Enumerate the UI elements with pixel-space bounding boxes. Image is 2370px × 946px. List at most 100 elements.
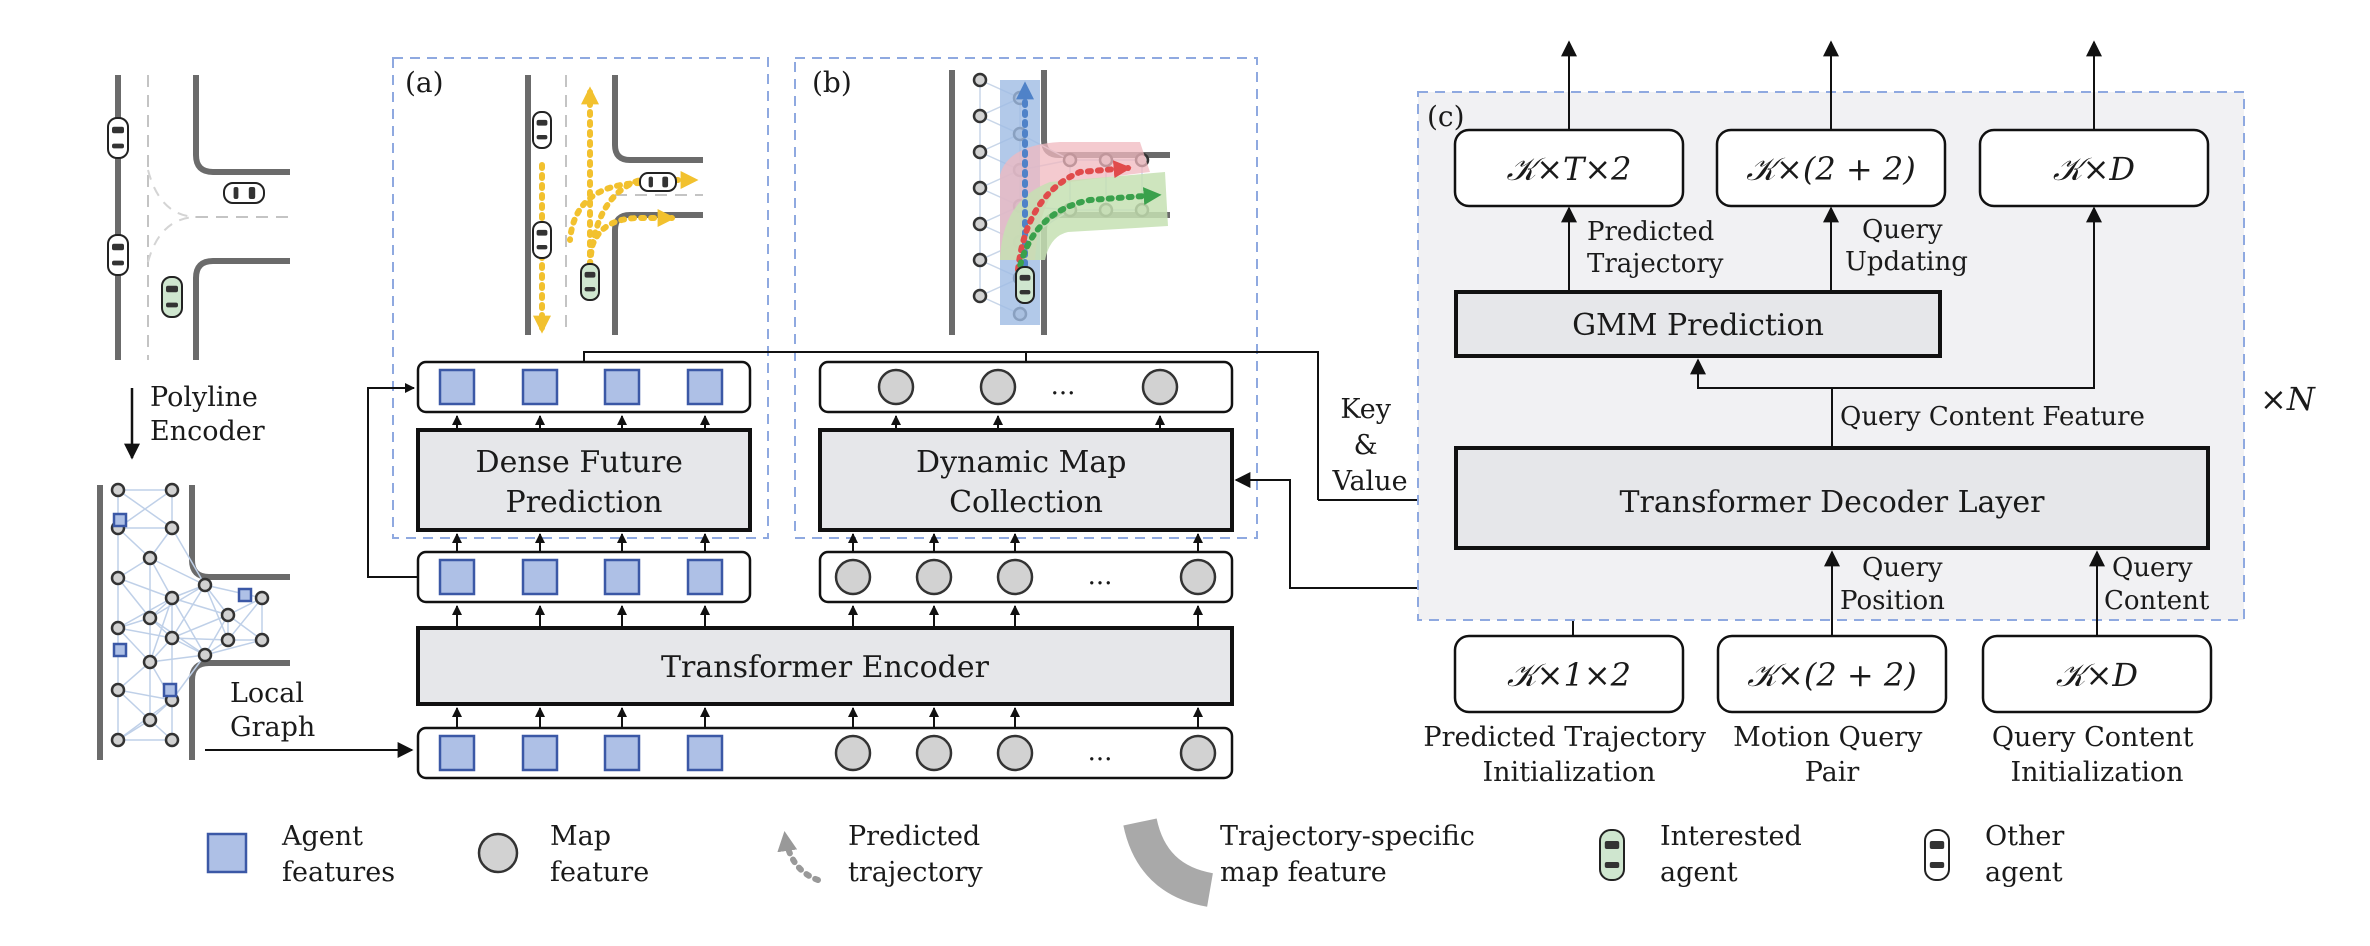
legend-other-agent-label: Other agent: [1985, 821, 2073, 888]
other-agent-car: [223, 182, 265, 204]
graph-map-node: [254, 590, 270, 606]
interested-agent-car: [1015, 266, 1035, 304]
graph-map-node: [972, 72, 988, 88]
caption-motion-query-pair: Motion Query Pair: [1733, 722, 1931, 788]
graph-map-node: [110, 482, 126, 498]
graph-agent-node: [112, 642, 128, 658]
ellipsis-mid: ...: [1088, 561, 1113, 591]
graph-map-node: [972, 216, 988, 232]
green-region: [1000, 172, 1168, 260]
graph-map-node: [164, 482, 180, 498]
output-trajectory-label: 𝒦×T×2: [1506, 150, 1631, 188]
query-content-feature-label: Query Content Feature: [1840, 402, 2145, 432]
graph-map-node: [972, 108, 988, 124]
panel-b-scene: [949, 70, 1170, 335]
legend-trajectory-specific-map-feature-label: Trajectory-specific map feature: [1220, 821, 1483, 888]
legend-map-feature-icon: [477, 832, 519, 874]
agent-query-feature: [686, 368, 724, 406]
legend: Agent features Map feature Predicted tra…: [206, 817, 2073, 907]
query-updating-arrow-label: Query Updating: [1845, 215, 1968, 277]
other-agent-car: [107, 117, 129, 159]
graph-map-node: [142, 654, 158, 670]
dynamic-map-collection-label: Dynamic Map Collection: [916, 445, 1136, 520]
graph-map-node: [972, 144, 988, 160]
graph-map-node: [164, 520, 180, 536]
map-feature: [1179, 558, 1217, 596]
decoder-to-content-arrow: [1832, 206, 2102, 389]
graph-map-node: [142, 610, 158, 626]
agent-feature: [603, 558, 641, 596]
agent-feature: [603, 734, 641, 772]
map-query-feature: [877, 368, 915, 406]
legend-predicted-trajectory-icon: [777, 831, 821, 883]
agent-key-value-line: [583, 351, 1319, 500]
input-box-trajectory-init: [1453, 634, 1685, 714]
agent-feature: [438, 558, 476, 596]
agent-query-feature: [603, 368, 641, 406]
input-motion-query-label: 𝒦×(2 + 2): [1747, 656, 1916, 694]
panel-a-label: (a): [405, 66, 444, 99]
agent-feature: [686, 734, 724, 772]
graph-map-node: [220, 607, 236, 623]
transformer-decoder-layer-label: Transformer Decoder Layer: [1620, 485, 2046, 520]
other-agent-car: [532, 221, 552, 259]
graph-map-node: [142, 550, 158, 566]
panel-b: [794, 57, 1258, 539]
repeat-n-label: ×N: [2260, 380, 2316, 418]
raw-scene: [115, 75, 290, 360]
map-feature: [1179, 734, 1217, 772]
decoder-to-gmm-arrow: [1690, 358, 1833, 448]
agent-query-feature: [521, 368, 559, 406]
interested-agent-car: [161, 276, 183, 318]
query-position-label: Query Position: [1840, 553, 1951, 616]
legend-map-feature-label: Map feature: [550, 821, 649, 888]
polyline-encoder-label: Polyline Encoder: [150, 382, 266, 447]
map-feature: [915, 558, 953, 596]
graph-map-node: [164, 590, 180, 606]
input-content-init-label: 𝒦×D: [2056, 656, 2138, 694]
graph-map-node: [972, 252, 988, 268]
caption-trajectory-init: Predicted Trajectory Initialization: [1423, 722, 1714, 788]
agent-feature: [521, 734, 559, 772]
legend-trajectory-specific-map-feature-icon: [1123, 817, 1214, 907]
panel-b-label: (b): [812, 66, 852, 99]
map-query-feature: [979, 368, 1017, 406]
legend-agent-feature-label: Agent features: [281, 821, 395, 888]
transformer-encoder-box: [416, 626, 1234, 706]
other-agent-car: [532, 111, 552, 149]
graph-map-node: [972, 180, 988, 196]
predicted-trajectory-arrow-label: Predicted Trajectory: [1587, 217, 1724, 279]
graph-map-node: [972, 288, 988, 304]
legend-other-agent-icon: [1924, 829, 1950, 881]
transformer-encoder-label: Transformer Encoder: [661, 650, 990, 685]
ellipsis-bottom: ...: [1088, 737, 1113, 767]
graph-map-node: [110, 682, 126, 698]
graph-agent-node: [112, 512, 128, 528]
output-content-label: 𝒦×D: [2053, 150, 2135, 188]
map-feature: [996, 558, 1034, 596]
graph-map-node: [197, 577, 213, 593]
legend-predicted-trajectory-label: Predicted trajectory: [848, 821, 989, 888]
interested-agent-car: [580, 263, 600, 301]
ellipsis-top: ...: [1051, 371, 1076, 401]
legend-interested-agent-icon: [1599, 829, 1625, 881]
agent-query-feature: [438, 368, 476, 406]
transformer-decoder-layer-box: [1454, 446, 2210, 550]
map-feature: [915, 734, 953, 772]
map-feature: [834, 734, 872, 772]
gmm-prediction-box: [1454, 290, 1942, 358]
legend-agent-feature-icon: [206, 832, 248, 874]
graph-map-node: [254, 632, 270, 648]
panel-a-scene: [525, 75, 703, 335]
query-content-label: Query Content: [2104, 553, 2210, 616]
local-graph-label: Local Graph: [230, 678, 315, 743]
vectorized-scene-graph: [97, 482, 290, 760]
graph-map-node: [220, 632, 236, 648]
other-agent-car: [107, 234, 129, 276]
key-value-label: Key & Value: [1331, 394, 1407, 497]
other-agent-car: [639, 172, 677, 192]
graph-map-node: [164, 630, 180, 646]
panel-a: [392, 57, 769, 539]
graph-map-node: [110, 620, 126, 636]
agent-feature: [438, 734, 476, 772]
